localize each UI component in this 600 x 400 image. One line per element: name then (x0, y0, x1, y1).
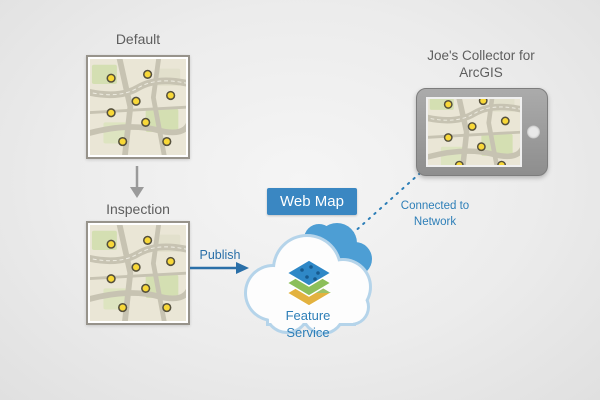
default-map-thumbnail (86, 55, 190, 159)
cloud-icon (244, 223, 372, 335)
map-image (90, 225, 186, 321)
map-image (90, 59, 186, 155)
inspection-map-thumbnail (86, 221, 190, 325)
publish-label: Publish (199, 248, 241, 262)
tablet-device (416, 88, 548, 176)
down-arrow-icon (130, 166, 144, 198)
tablet-home-button (527, 125, 540, 139)
inspection-map-label: Inspection (106, 201, 170, 217)
dotted-network-link (351, 165, 429, 235)
publish-arrow-icon (190, 262, 249, 274)
map-image (428, 99, 520, 165)
device-label: Joe's Collector for ArcGIS (427, 48, 535, 80)
feature-layers-icon (285, 259, 333, 307)
connected-to-network-label: Connected to Network (400, 200, 470, 228)
feature-service-label: Feature Service (285, 308, 331, 340)
tablet-screen-map (426, 97, 522, 167)
default-map-label: Default (115, 31, 161, 47)
web-map-banner: Web Map (267, 188, 357, 215)
